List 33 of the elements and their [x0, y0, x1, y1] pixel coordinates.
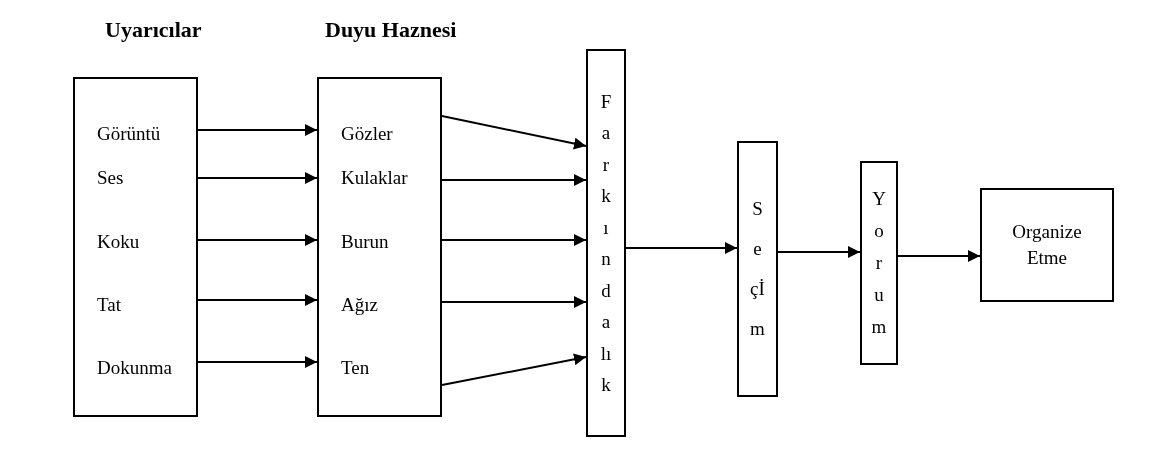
list-item: Gözler	[319, 114, 440, 154]
box-label: Organize Etme	[1011, 220, 1083, 270]
list-item: Ten	[319, 348, 440, 388]
arrow	[441, 115, 587, 150]
process-box	[860, 161, 898, 365]
list-item: Tat	[96, 293, 122, 317]
arrow	[441, 296, 587, 308]
list-item: Ses	[96, 166, 125, 190]
list-item: Burun	[319, 222, 440, 262]
column-heading: Duyu Haznesi	[325, 17, 457, 43]
list-item: Görüntü	[96, 122, 162, 146]
arrow	[441, 174, 587, 186]
arrow	[197, 124, 318, 136]
arrow	[777, 246, 861, 258]
list-item: Ağız	[319, 285, 440, 325]
list-item: Dokunma	[96, 356, 173, 380]
arrow	[625, 242, 738, 254]
arrow	[897, 250, 981, 262]
arrow	[197, 294, 318, 306]
arrow	[441, 234, 587, 246]
process-box	[980, 188, 1114, 302]
process-box	[586, 49, 626, 437]
list-item: Kulaklar	[319, 158, 440, 198]
arrow	[441, 353, 587, 386]
arrow	[197, 172, 318, 184]
vertical-label: Yorum	[871, 187, 887, 339]
process-box	[737, 141, 778, 397]
arrow	[197, 234, 318, 246]
vertical-label: Seçİm	[750, 197, 765, 341]
arrow	[197, 356, 318, 368]
column-heading: Uyarıcılar	[105, 17, 202, 43]
list-item: Koku	[96, 230, 141, 254]
vertical-label: Farkındalık	[600, 89, 612, 397]
